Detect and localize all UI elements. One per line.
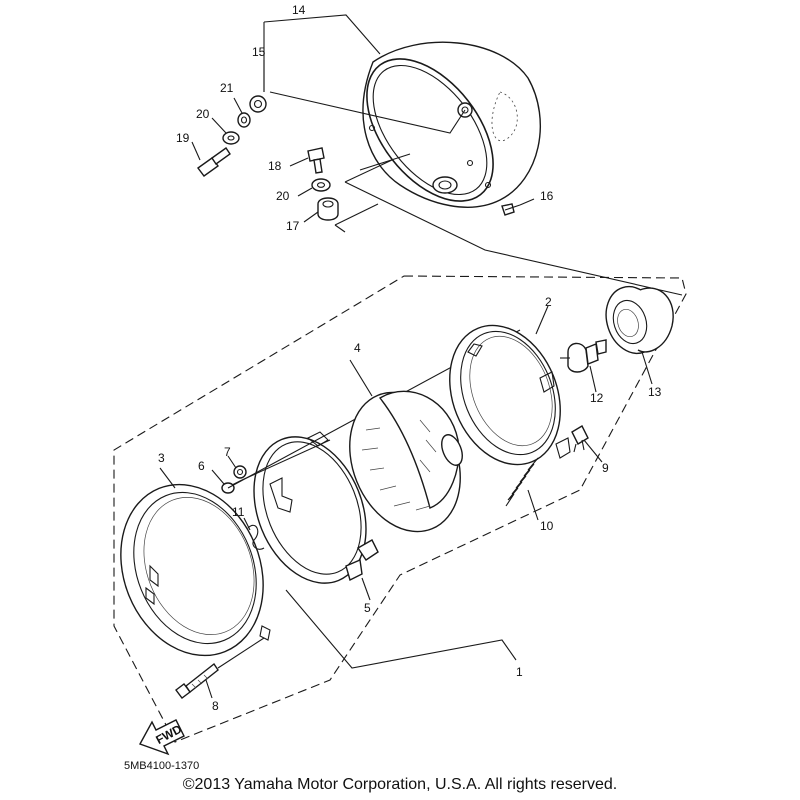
leader-line-1 [285,589,517,669]
part-label-20-upper: 20 [196,107,210,121]
leader-line-16 [519,198,535,206]
bracket-line-housing-to-assembly [344,181,683,296]
leader-line-2 [535,305,549,335]
spring-11 [247,524,265,550]
leader-line-19 [191,141,201,161]
part-label-4: 4 [354,341,361,355]
leader-line-11 [243,517,251,531]
bulb-12 [560,339,607,373]
part-label-12: 12 [590,391,604,405]
leader-line-8 [205,679,213,699]
leader-line-7 [227,455,237,469]
bolt-18 [307,147,325,174]
part-label-7: 7 [224,445,231,459]
leader-line-20-lower [297,187,313,197]
part-label-10: 10 [540,519,554,533]
part-label-20-lower: 20 [276,189,290,203]
part-label-2: 2 [545,295,552,309]
leader-line-3 [159,467,176,489]
grommet-17 [317,197,339,221]
diagram-code: 5MB4100-1370 [124,760,200,772]
part-label-17: 17 [286,219,300,233]
part-label-19: 19 [176,131,190,145]
part-label-9: 9 [602,461,609,475]
washer-20-upper [222,131,240,145]
headlight-body [449,324,571,466]
collar-21 [237,112,251,128]
washer-15 [249,95,267,113]
leader-line-17-housing [334,203,379,226]
leader-line-14 [263,14,381,55]
part-label-16: 16 [540,189,554,203]
copyright-notice: ©2013 Yamaha Motor Corporation, U.S.A. A… [182,776,618,793]
part-label-11: 11 [232,505,245,519]
leader-line-9 [583,439,603,463]
part-label-8: 8 [212,699,219,713]
leader-line-6 [211,469,225,485]
adjuster-spring-10 [505,457,539,507]
leader-line-5 [361,577,371,601]
leader-line-18 [289,157,309,167]
part-label-5: 5 [364,601,371,615]
socket-clip-9 [571,425,589,453]
part-label-1: 1 [516,665,523,679]
leader-line-17-tick [334,224,346,233]
leader-line-17 [303,211,319,223]
assembly-boundary-dashed [113,275,687,743]
leader-line-4 [349,359,373,397]
part-label-13: 13 [648,385,662,399]
part-label-14: 14 [292,3,306,17]
screw-8 [175,662,219,699]
part-label-18: 18 [268,159,282,173]
headlight-rim [120,483,271,657]
part-label-21: 21 [220,81,234,95]
part-label-3: 3 [158,451,165,465]
leader-line-20-upper [211,117,227,134]
part-label-6: 6 [198,459,205,473]
washer-20-lower [311,178,331,192]
leader-line-screw-6-ring [241,439,331,481]
washer-7 [233,465,247,479]
lens-unit [349,390,463,533]
fwd-arrow: FWD [138,719,185,756]
mounting-ring [253,431,379,584]
leader-line-15-housing [269,91,466,134]
part-label-15: 15 [252,45,266,59]
leader-line-12 [589,365,597,393]
screw-16 [501,203,521,216]
leader-line-10 [527,489,539,521]
leader-line-13 [641,351,653,385]
bulb-cover-13 [605,285,674,355]
bracket-line-housing-short [344,159,393,183]
leader-line-housing-center [359,153,411,171]
leader-line-21 [233,97,243,114]
leader-line-screw-8-rim [217,637,265,669]
headlight-housing [362,41,541,208]
bolt-19 [197,147,231,177]
